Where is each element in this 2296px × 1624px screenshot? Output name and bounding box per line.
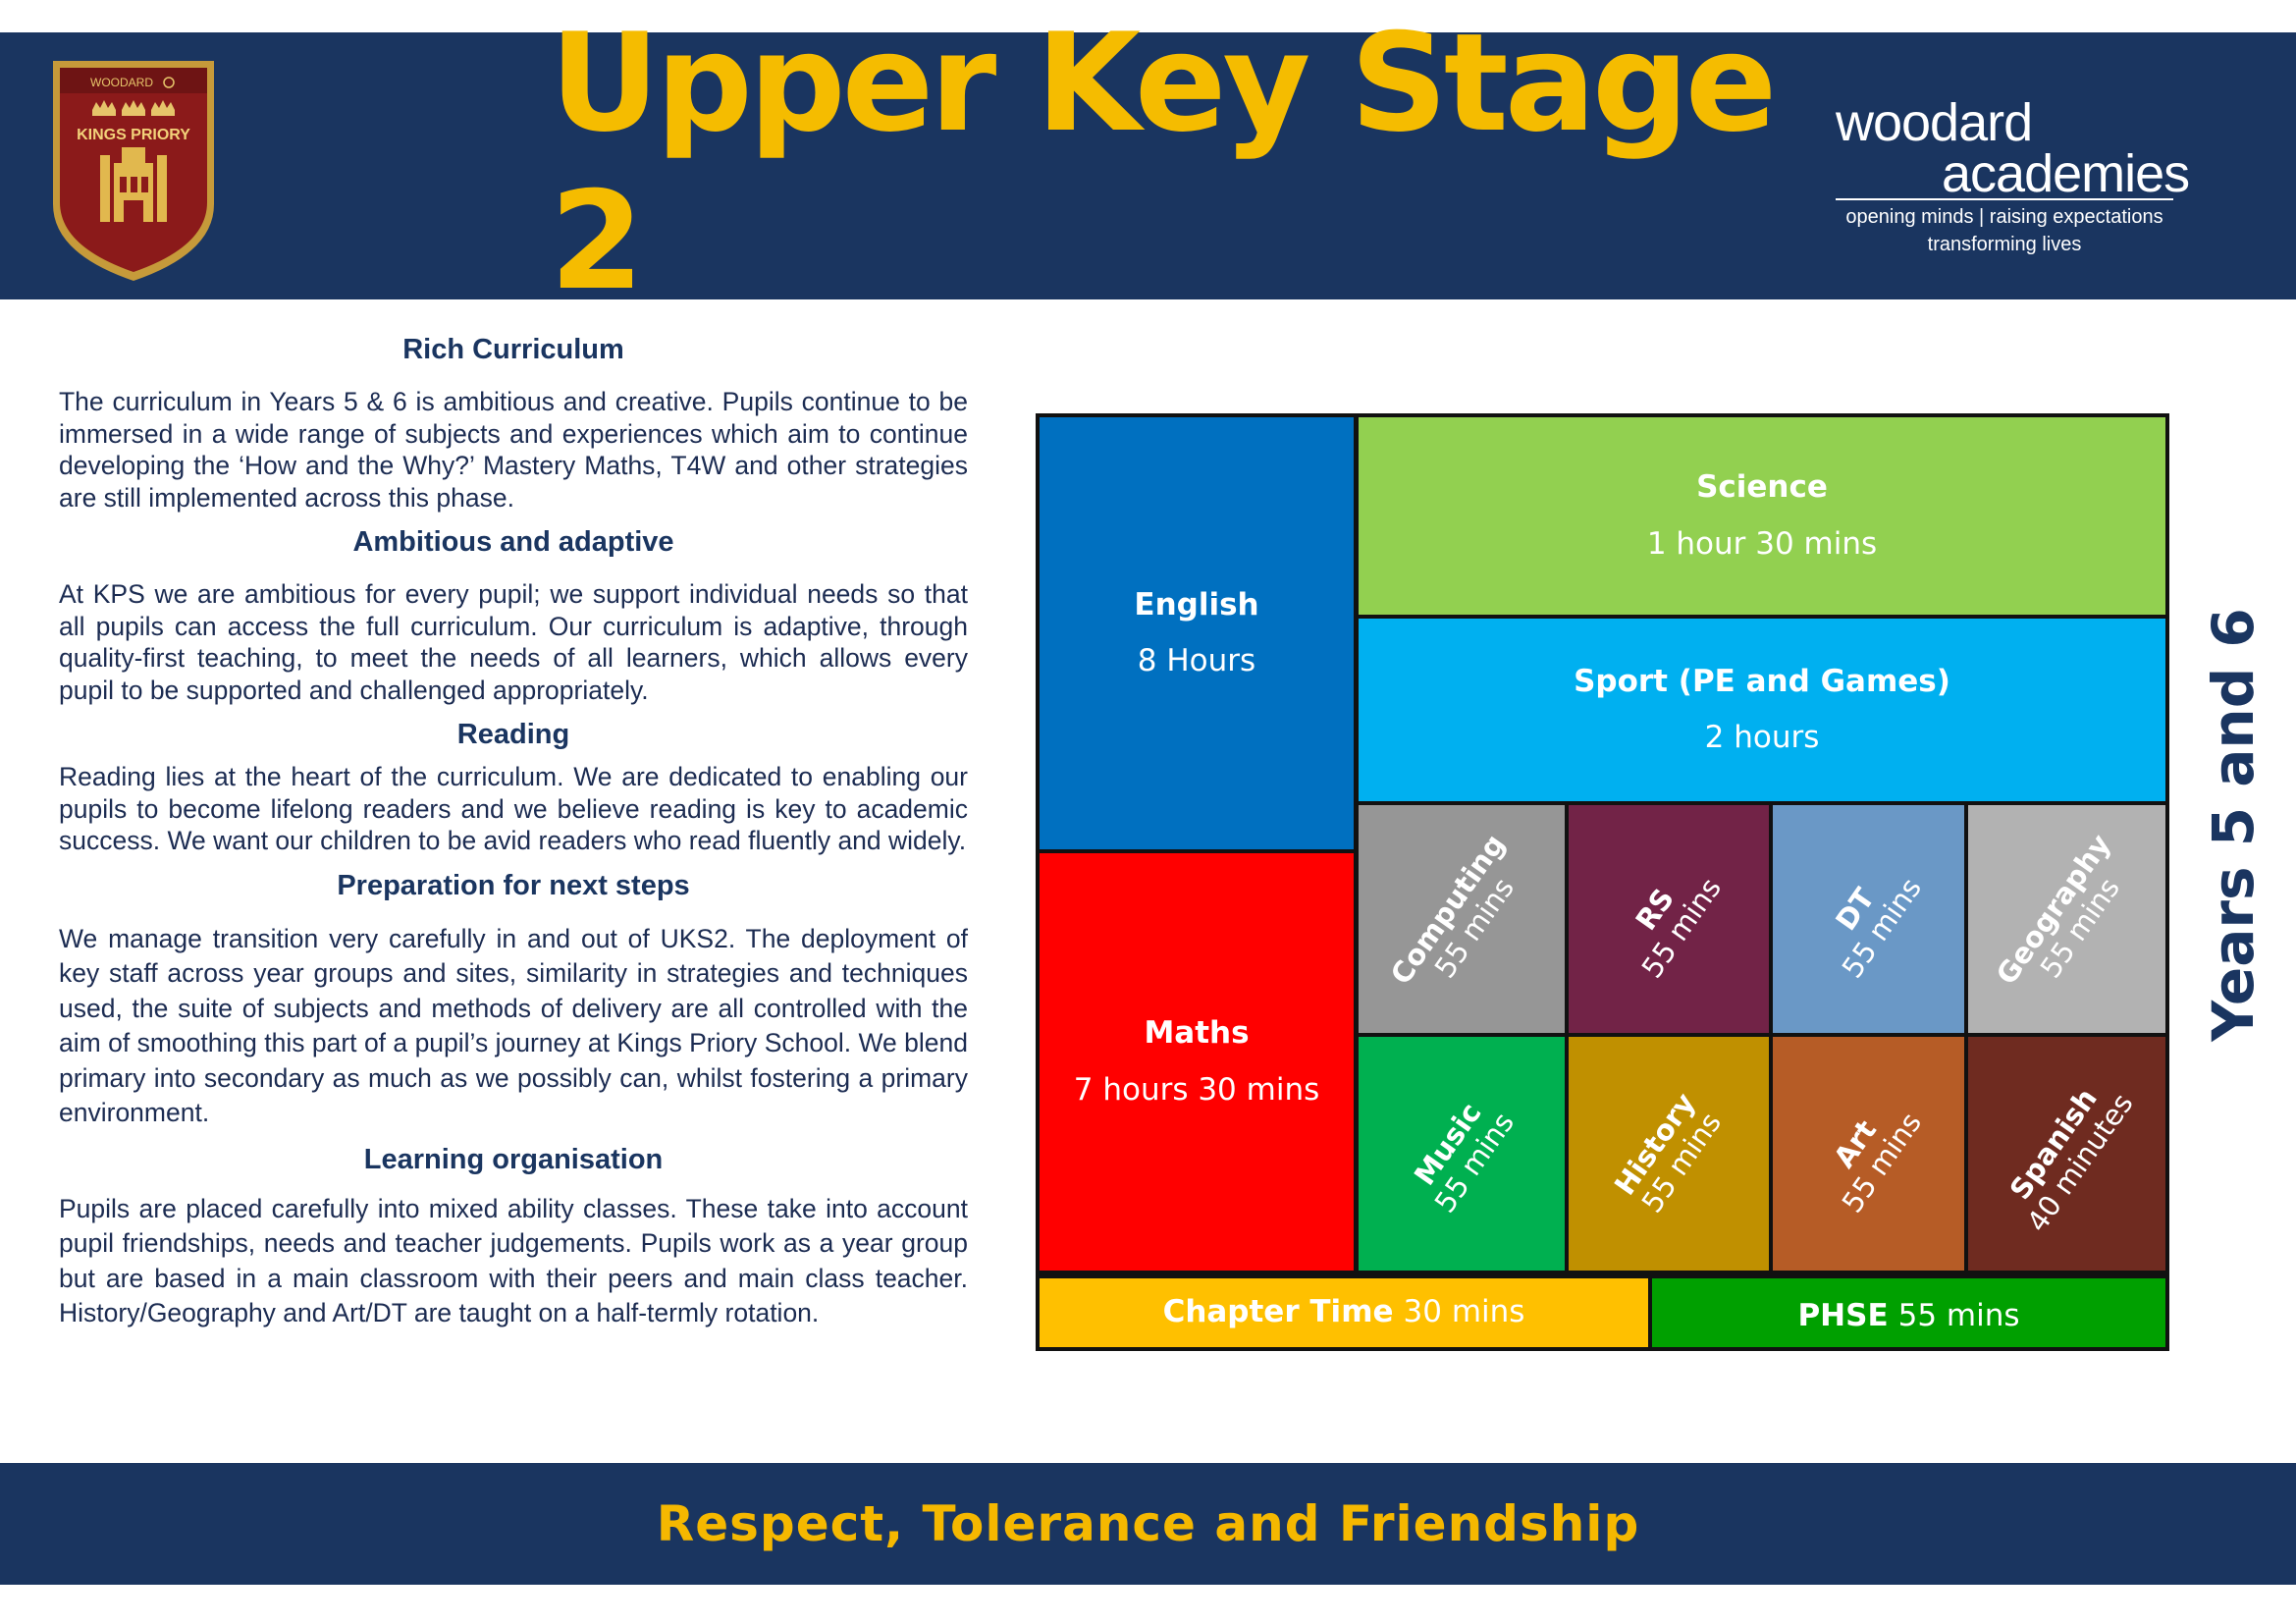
subject-label: History 55 mins: [1608, 1087, 1730, 1219]
section-body-ambitious: At KPS we are ambitious for every pupil;…: [59, 579, 968, 705]
subject-time: 2 hours: [1704, 720, 1820, 755]
subject-spanish: Spanish 40 minutes: [1964, 1033, 2169, 1274]
section-heading-preparation: Preparation for next steps: [337, 869, 690, 901]
subject-name: Sport (PE and Games): [1574, 663, 1950, 699]
subject-chapter-time: Chapter Time 30 mins: [1036, 1274, 1652, 1351]
crest-school-name: KINGS PRIORY: [77, 127, 190, 143]
subject-english: English 8 Hours: [1036, 413, 1358, 853]
section-body-reading: Reading lies at the heart of the curricu…: [59, 762, 968, 855]
subject-label: Art 55 mins: [1809, 1088, 1928, 1218]
subject-time: 7 hours 30 mins: [1073, 1071, 1320, 1108]
subject-time: 1 hour 30 mins: [1646, 525, 1878, 562]
years-side-label: Years 5 and 6: [2174, 608, 2292, 1042]
logo-word-academies: academies: [1942, 144, 2190, 203]
subject-name: Science: [1696, 469, 1828, 506]
section-body-learning-organisation: Pupils are placed carefully into mixed a…: [59, 1193, 968, 1328]
subject-time: 30 mins: [1403, 1294, 1525, 1330]
subject-label: Geography 55 mins: [1989, 828, 2144, 1009]
subject-sport: Sport (PE and Games) 2 hours: [1355, 615, 2169, 805]
subject-time: 8 Hours: [1137, 643, 1256, 678]
subject-music: Music 55 mins: [1355, 1033, 1569, 1274]
subject-name: English: [1134, 586, 1259, 623]
school-motto: Respect, Tolerance and Friendship: [656, 1495, 1640, 1552]
subject-name: Chapter Time: [1162, 1294, 1394, 1330]
subject-label: Music 55 mins: [1402, 1088, 1521, 1219]
subject-dt: DT 55 mins: [1769, 801, 1968, 1037]
logo-word-woodard: woodard: [1836, 93, 2033, 152]
subject-name: PHSE: [1797, 1298, 1889, 1334]
logo-tagline-1: opening minds | raising expectations: [1845, 206, 2163, 228]
subject-label: Spanish 40 minutes: [1994, 1069, 2139, 1238]
subject-rs: RS 55 mins: [1565, 801, 1773, 1037]
subject-label: RS 55 mins: [1609, 853, 1728, 984]
subject-geography: Geography 55 mins: [1964, 801, 2169, 1037]
page-title: Upper Key Stage 2: [550, 4, 1777, 320]
subject-label: Computing 55 mins: [1384, 828, 1539, 1009]
curriculum-text-column: Rich Curriculum The curriculum in Years …: [59, 334, 968, 1331]
years-label-text: Years 5 and 6: [2200, 608, 2268, 1042]
section-body-preparation: We manage transition very carefully in a…: [59, 923, 968, 1128]
subject-time: 55 mins: [1897, 1298, 2020, 1334]
footer-banner: Respect, Tolerance and Friendship: [0, 1463, 2296, 1585]
subject-maths: Maths 7 hours 30 mins: [1036, 849, 1358, 1274]
subject-history: History 55 mins: [1565, 1033, 1773, 1274]
subject-art: Art 55 mins: [1769, 1033, 1968, 1274]
woodard-academies-logo: woodard academies opening minds | raisin…: [1826, 93, 2190, 263]
logo-divider: [1836, 198, 2173, 200]
subject-phse: PHSE 55 mins: [1648, 1274, 2169, 1351]
logo-tagline-2: transforming lives: [1927, 234, 2082, 255]
section-heading-reading: Reading: [456, 719, 570, 750]
header-banner: [0, 32, 2296, 299]
section-heading-rich-curriculum: Rich Curriculum: [402, 334, 624, 365]
section-heading-ambitious: Ambitious and adaptive: [352, 526, 674, 558]
subject-science: Science 1 hour 30 mins: [1355, 413, 2169, 619]
subject-computing: Computing 55 mins: [1355, 801, 1569, 1037]
crest-top-text: WOODARD: [90, 76, 153, 89]
subject-label: DT 55 mins: [1809, 853, 1928, 984]
subject-name: Maths: [1144, 1015, 1250, 1052]
school-crest-logo: WOODARD KINGS PRIORY: [53, 61, 214, 281]
section-heading-learning-organisation: Learning organisation: [363, 1143, 664, 1175]
section-body-rich-curriculum: The curriculum in Years 5 & 6 is ambitio…: [59, 387, 968, 513]
